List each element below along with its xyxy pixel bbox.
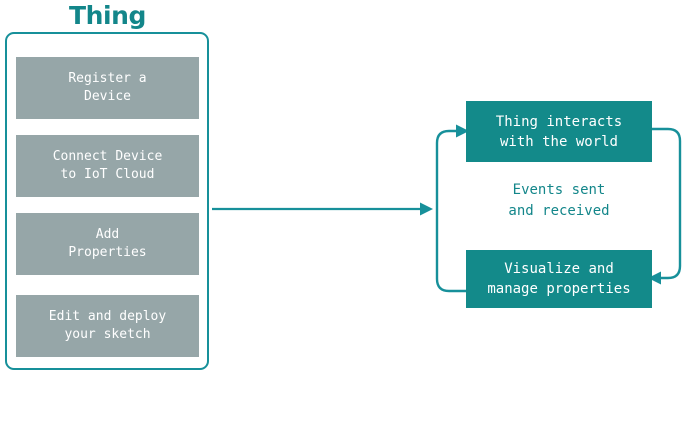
step-box-connect-device[interactable]: Connect Device to IoT Cloud: [16, 135, 199, 197]
step-box-register-device[interactable]: Register a Device: [16, 57, 199, 119]
step-box-edit-deploy-sketch[interactable]: Edit and deploy your sketch: [16, 295, 199, 357]
cycle-loop-arrows-icon: [435, 124, 682, 293]
cycle-caption-events: Events sent and received: [508, 182, 610, 219]
cycle-box-visualize-manage[interactable]: Visualize and manage properties: [466, 250, 652, 308]
thing-group-title: Thing: [68, 1, 147, 30]
cycle-box-thing-interacts[interactable]: Thing interacts with the world: [466, 101, 652, 162]
step-box-add-properties[interactable]: Add Properties: [16, 213, 199, 275]
flow-arrow-right-icon: [212, 202, 433, 216]
